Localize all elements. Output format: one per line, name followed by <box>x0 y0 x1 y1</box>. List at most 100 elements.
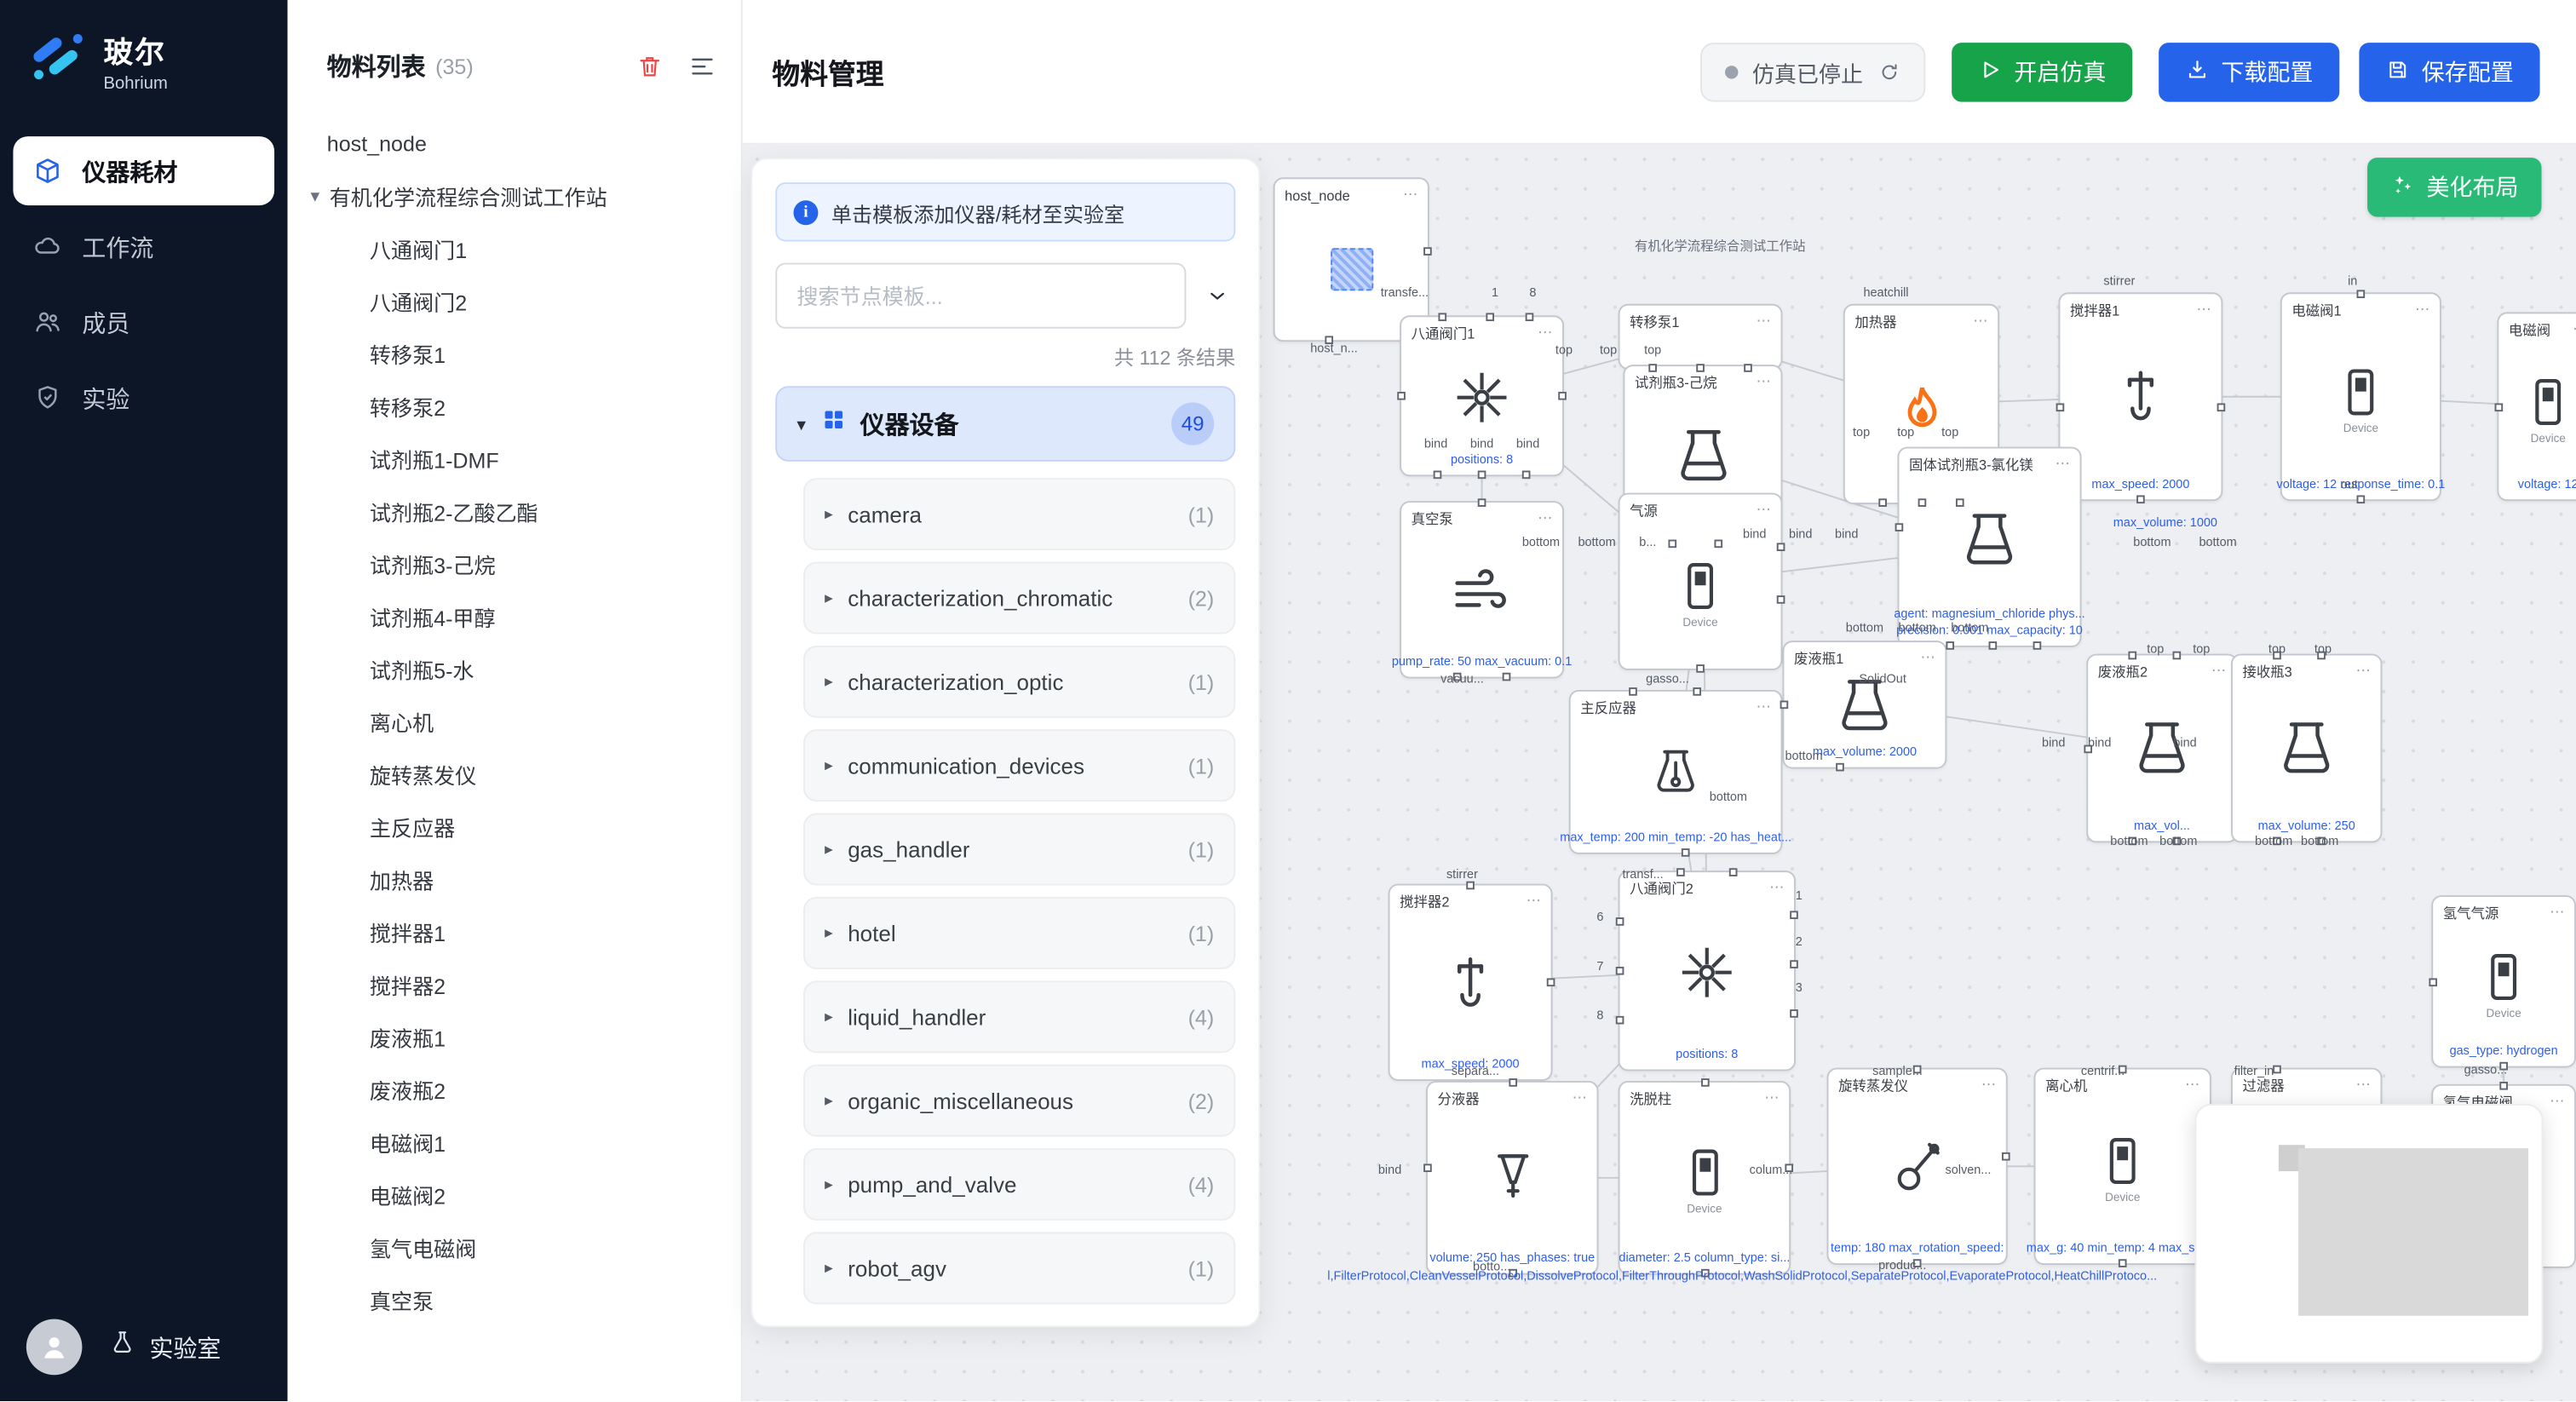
tree-item[interactable]: 离心机 <box>287 695 740 748</box>
node-valve-2[interactable]: 八通阀门2⋯positions: 8 <box>1615 868 1798 1072</box>
node-port[interactable] <box>1615 966 1624 975</box>
node-menu-icon[interactable]: ⋯ <box>1526 892 1541 909</box>
node-port[interactable] <box>2172 836 2182 846</box>
node-receiver-3[interactable]: 接收瓶3⋯max_volume: 250 <box>2230 651 2383 846</box>
node-gas-source[interactable]: 气源⋯Device <box>1618 492 1785 673</box>
node-port[interactable] <box>2273 836 2281 846</box>
node-rotavap[interactable]: 旋转蒸发仪⋯temp: 180 max_rotation_speed: <box>1826 1065 2010 1267</box>
node-menu-icon[interactable]: ⋯ <box>1769 878 1785 896</box>
start-simulation-button[interactable]: 开启仿真 <box>1952 42 2133 101</box>
node-port[interactable] <box>1477 470 1486 480</box>
node-menu-icon[interactable]: ⋯ <box>1764 1089 1780 1106</box>
node-port[interactable] <box>1728 868 1738 876</box>
node-port[interactable] <box>1790 1009 1798 1019</box>
node-stirrer-1[interactable]: 搅拌器1⋯max_speed: 2000 <box>2056 292 2226 504</box>
tree-item[interactable]: 试剂瓶1-DMF <box>287 432 740 485</box>
template-category-pump_and_valve[interactable]: ▸pump_and_valve(4) <box>803 1148 1236 1221</box>
node-port[interactable] <box>1776 595 1785 603</box>
node-port[interactable] <box>1615 1015 1624 1025</box>
node-port[interactable] <box>1700 1078 1709 1087</box>
node-port[interactable] <box>2356 495 2366 504</box>
template-category-camera[interactable]: ▸camera(1) <box>803 478 1236 551</box>
node-port[interactable] <box>2128 836 2137 846</box>
tree-item[interactable]: 试剂瓶5-水 <box>287 642 740 695</box>
node-port[interactable] <box>2494 402 2504 411</box>
node-menu-icon[interactable]: ⋯ <box>1973 312 1988 329</box>
minimap[interactable] <box>2194 1103 2544 1364</box>
download-config-button[interactable]: 下载配置 <box>2159 42 2340 101</box>
node-menu-icon[interactable]: ⋯ <box>1402 185 1418 203</box>
node-port[interactable] <box>1744 364 1753 372</box>
node-valve-1[interactable]: 八通阀门1⋯positions: 8 <box>1397 313 1567 480</box>
node-menu-icon[interactable]: ⋯ <box>1756 698 1771 715</box>
sidebar-item-workflow[interactable]: 工作流 <box>13 212 274 281</box>
node-port[interactable] <box>1682 848 1691 857</box>
node-menu-icon[interactable]: ⋯ <box>1756 372 1771 390</box>
node-port[interactable] <box>1477 498 1486 507</box>
node-port[interactable] <box>1629 687 1638 696</box>
node-port[interactable] <box>1836 762 1845 772</box>
beautify-layout-button[interactable]: 美化布局 <box>2367 158 2542 217</box>
node-port[interactable] <box>2084 744 2093 753</box>
node-port[interactable] <box>1878 498 1888 507</box>
node-port[interactable] <box>1700 1268 1709 1278</box>
template-category-hotel[interactable]: ▸hotel(1) <box>803 896 1236 969</box>
avatar[interactable] <box>26 1319 83 1376</box>
node-port[interactable] <box>1546 978 1555 987</box>
node-port[interactable] <box>1432 470 1441 480</box>
node-menu-icon[interactable]: ⋯ <box>1756 501 1771 518</box>
node-port[interactable] <box>1486 313 1494 322</box>
node-transfer-pump-1[interactable]: 转移泵1⋯ <box>1618 303 1783 372</box>
node-stirrer-2[interactable]: 搅拌器2⋯max_speed: 2000 <box>1388 881 1555 1081</box>
delete-icon[interactable] <box>632 50 665 83</box>
node-port[interactable] <box>1790 911 1798 920</box>
tree-item[interactable]: 废液瓶2 <box>287 1063 740 1116</box>
tree-item[interactable]: 氢气电磁阀 <box>287 1221 740 1273</box>
tree-item[interactable]: 搅拌器2 <box>287 957 740 1010</box>
sidebar-item-instruments[interactable]: 仪器耗材 <box>13 136 275 206</box>
node-port[interactable] <box>1714 539 1723 549</box>
node-port[interactable] <box>1780 700 1789 710</box>
node-port[interactable] <box>1423 1164 1432 1173</box>
tree-item[interactable]: 主反应器 <box>287 800 740 853</box>
node-port[interactable] <box>2001 1152 2010 1161</box>
node-port[interactable] <box>1558 391 1567 400</box>
chevron-down-icon[interactable]: ▾ <box>310 186 320 207</box>
node-port[interactable] <box>2356 290 2366 299</box>
node-menu-icon[interactable]: ⋯ <box>1981 1076 1997 1093</box>
tree-item[interactable]: 旋转蒸发仪 <box>287 747 740 800</box>
sidebar-item-experiments[interactable]: 实验 <box>13 363 274 432</box>
node-port[interactable] <box>1453 672 1463 681</box>
node-port[interactable] <box>2273 651 2281 660</box>
node-port[interactable] <box>1696 664 1705 673</box>
node-port[interactable] <box>1785 1164 1794 1173</box>
template-category-organic_miscellaneous[interactable]: ▸organic_miscellaneous(2) <box>803 1064 1236 1137</box>
tree-item[interactable]: ▾有机化学流程综合测试工作站 <box>287 170 740 222</box>
node-port[interactable] <box>1423 247 1432 256</box>
node-port[interactable] <box>1945 641 1954 650</box>
node-menu-icon[interactable]: ⋯ <box>2550 903 2565 920</box>
node-menu-icon[interactable]: ⋯ <box>2550 1092 2565 1109</box>
node-port[interactable] <box>2136 495 2145 504</box>
node-port[interactable] <box>2032 641 2041 650</box>
node-menu-icon[interactable]: ⋯ <box>1538 509 1553 526</box>
node-port[interactable] <box>1522 470 1532 480</box>
node-port[interactable] <box>2499 1061 2508 1071</box>
node-port[interactable] <box>1917 498 1926 507</box>
node-menu-icon[interactable]: ⋯ <box>1538 323 1553 341</box>
node-port[interactable] <box>1647 364 1657 372</box>
node-menu-icon[interactable]: ⋯ <box>2055 455 2070 472</box>
node-port[interactable] <box>1955 498 1964 507</box>
node-port[interactable] <box>1526 313 1535 322</box>
node-port[interactable] <box>1502 672 1510 681</box>
node-port[interactable] <box>1397 391 1406 400</box>
node-port[interactable] <box>1667 539 1676 549</box>
node-port[interactable] <box>1676 868 1685 876</box>
node-menu-icon[interactable]: ⋯ <box>1572 1089 1587 1106</box>
template-category-gas_handler[interactable]: ▸gas_handler(1) <box>803 813 1236 886</box>
node-port[interactable] <box>1912 1259 1922 1267</box>
template-category-communication_devices[interactable]: ▸communication_devices(1) <box>803 729 1236 802</box>
node-port[interactable] <box>2273 1065 2281 1074</box>
template-category-robot_agv[interactable]: ▸robot_agv(1) <box>803 1232 1236 1305</box>
